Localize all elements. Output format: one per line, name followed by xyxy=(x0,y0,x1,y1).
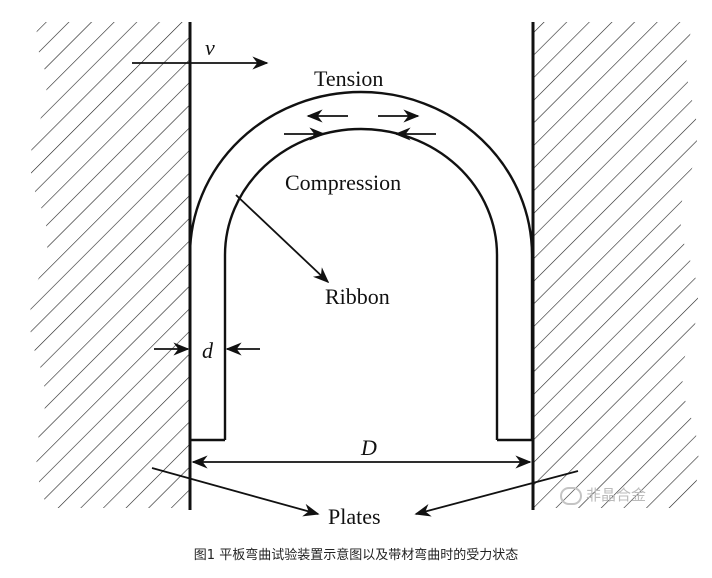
watermark-text: 非晶合金 xyxy=(586,486,647,504)
velocity-label: v xyxy=(205,35,215,60)
watermark: 非晶合金 xyxy=(560,484,700,510)
tension-label: Tension xyxy=(314,66,383,91)
right-plate xyxy=(533,22,699,508)
figure-caption: 图1 平板弯曲试验装置示意图以及带材弯曲时的受力状态 xyxy=(193,548,519,563)
plates-arrow-right xyxy=(414,470,579,517)
ribbon-inner-edge xyxy=(223,127,499,440)
plates-label: Plates xyxy=(328,504,381,529)
gap-label: D xyxy=(360,435,377,460)
left-plate xyxy=(29,22,190,508)
ribbon-outer-edge xyxy=(188,90,534,440)
plates-arrow-left xyxy=(151,467,320,517)
ribbon-pointer-arrow xyxy=(235,194,330,284)
compression-label: Compression xyxy=(285,170,401,195)
ribbon-label: Ribbon xyxy=(325,284,390,309)
thickness-label: d xyxy=(202,338,214,363)
chat-bubble-icon xyxy=(560,486,582,505)
